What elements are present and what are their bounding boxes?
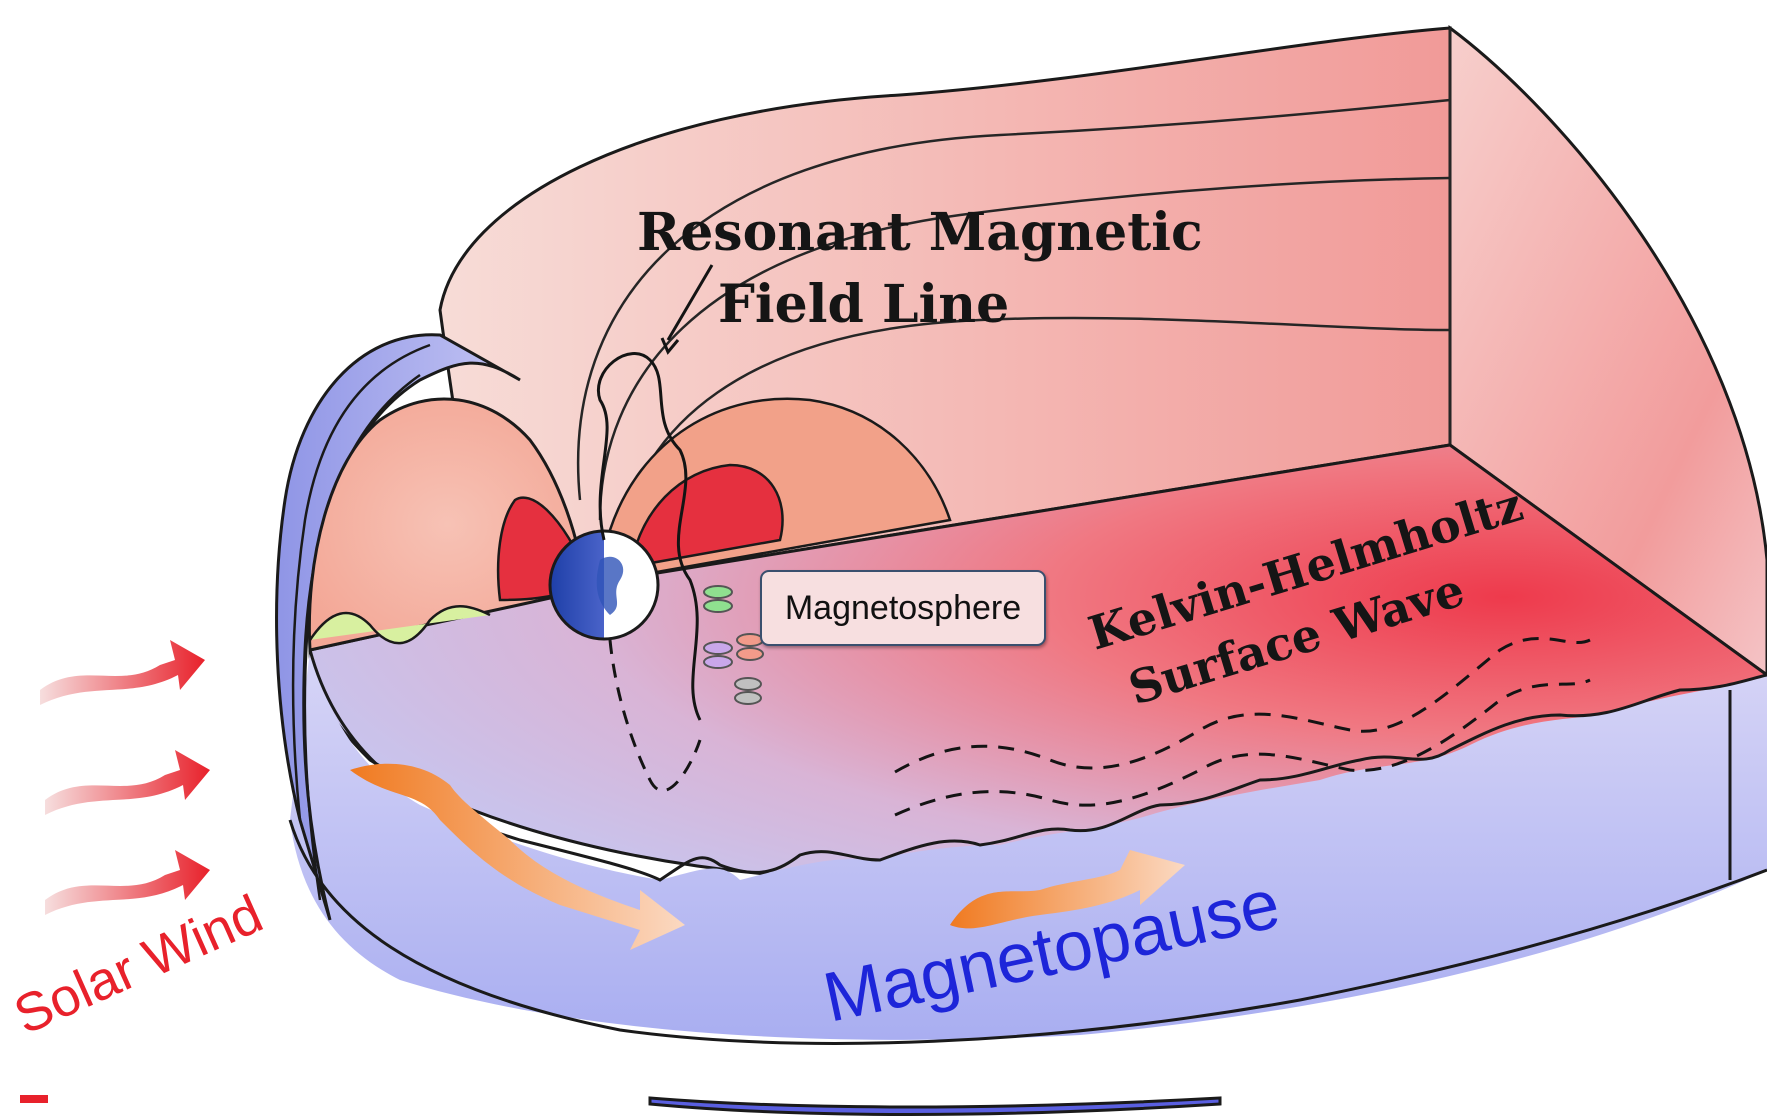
magnetosphere-label-text: Magnetosphere bbox=[785, 589, 1021, 628]
resonant-label-line2: Field Line bbox=[718, 274, 1009, 335]
magnetosphere-label: Magnetosphere bbox=[760, 570, 1046, 646]
lower-edge-strip bbox=[650, 1098, 1220, 1115]
solar-wind-arrows bbox=[40, 640, 210, 915]
red-mark bbox=[20, 1095, 48, 1103]
resonant-label-line1: Resonant Magnetic bbox=[637, 202, 1203, 263]
